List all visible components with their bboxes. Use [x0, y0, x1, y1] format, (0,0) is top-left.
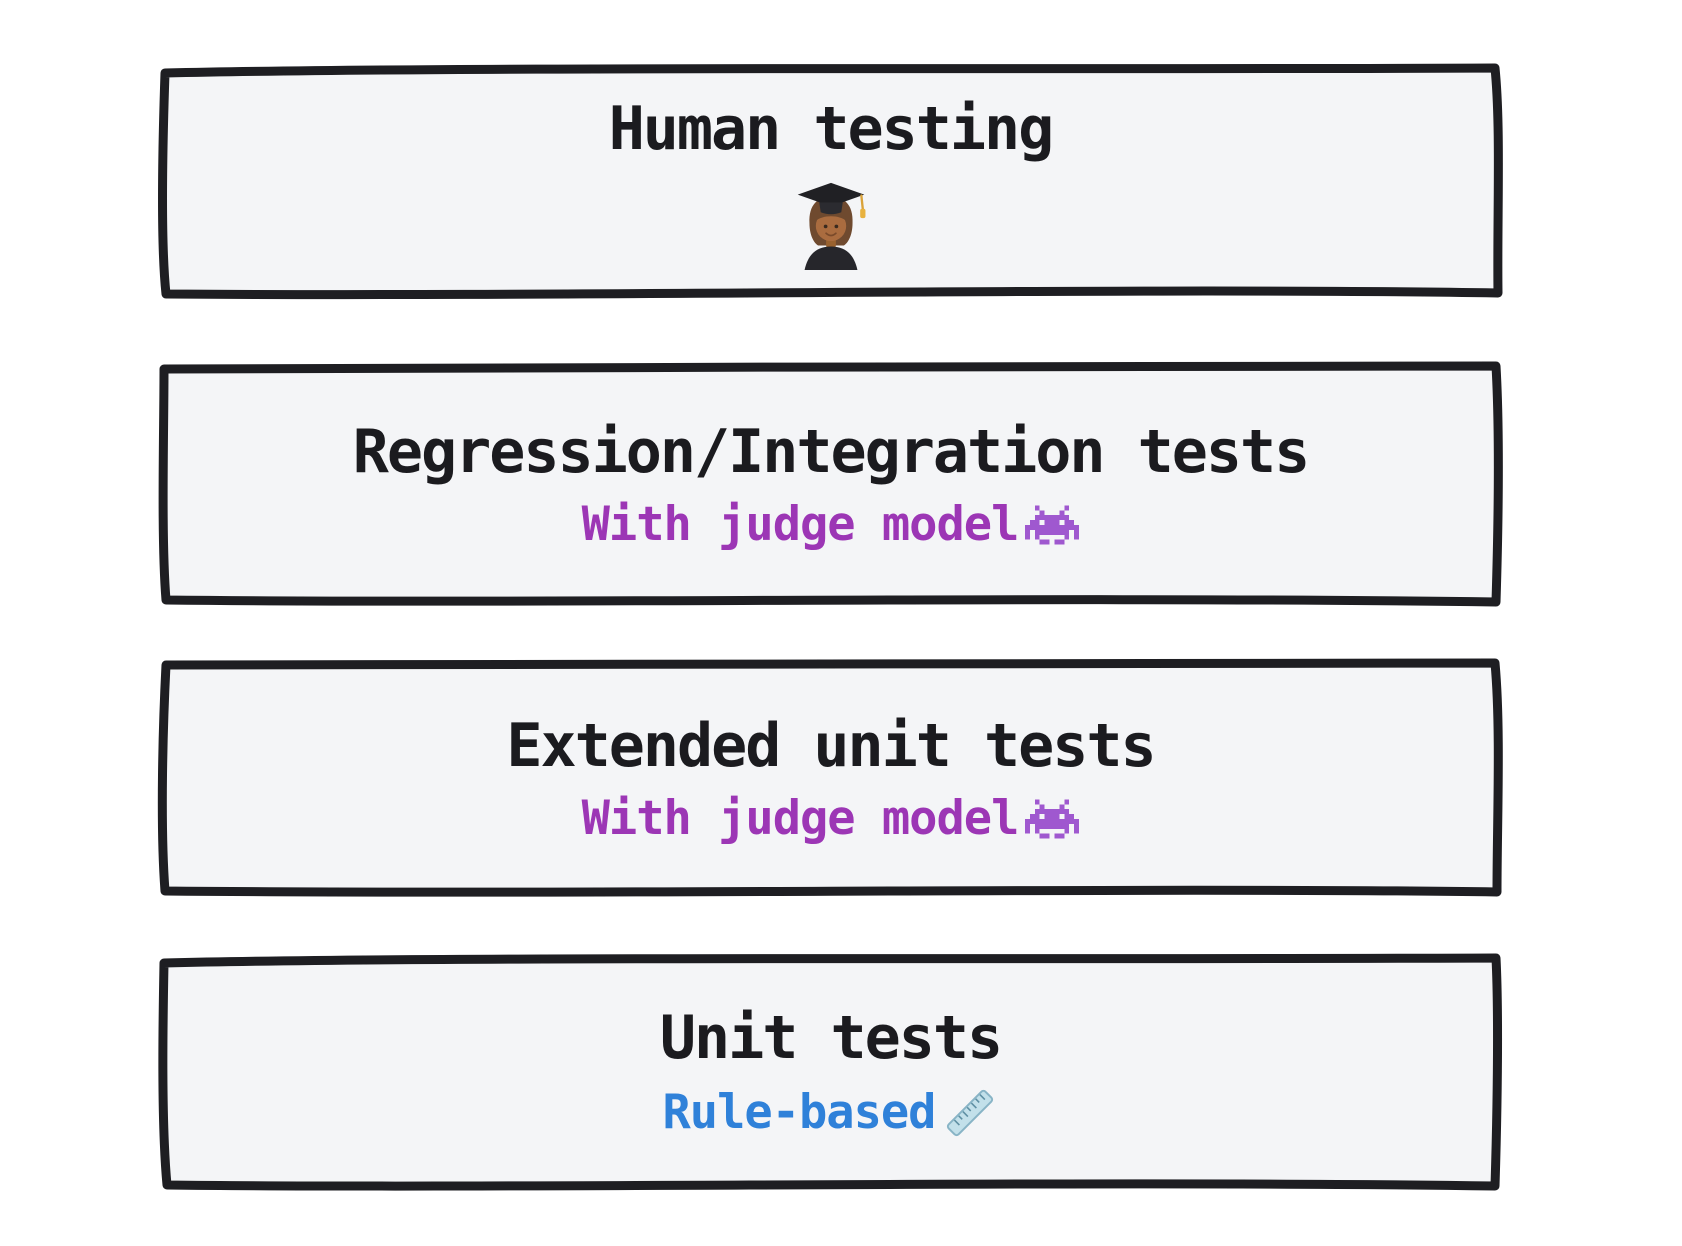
stage-title: Regression/Integration tests	[352, 417, 1310, 488]
stage-subtitle: Rule-based	[663, 1085, 999, 1141]
alien-monster-emoji	[1025, 798, 1080, 839]
rough-box-border	[157, 658, 1503, 897]
stage-subtitle: With judge model	[581, 790, 1080, 846]
stage-subtitle-label: Rule-based	[662, 1085, 937, 1141]
stage-title: Human testing	[608, 94, 1055, 164]
stage-subtitle-label: With judge model	[581, 790, 1020, 846]
alien-monster-emoji	[1025, 505, 1080, 545]
student-graduate-emoji	[786, 176, 876, 270]
stage-box-human-testing: Human testing	[154, 60, 1507, 306]
stage-box-unit-tests: Unit tests Rule-based	[154, 949, 1507, 1197]
stage-title: Extended unit tests	[506, 710, 1156, 781]
stage-subtitle-label: With judge model	[581, 497, 1020, 553]
stage-subtitle: With judge model	[582, 499, 1080, 551]
rough-box-border	[158, 953, 1503, 1191]
stage-box-regression-integration-tests: Regression/Integration tests With judge …	[154, 357, 1507, 613]
straight-ruler-emoji	[947, 1089, 994, 1137]
stage-box-extended-unit-tests: Extended unit tests With judge model	[154, 654, 1507, 903]
rough-box-border	[158, 361, 1503, 607]
stage-title: Unit tests	[659, 1003, 1003, 1073]
rough-box-border	[157, 63, 1503, 300]
